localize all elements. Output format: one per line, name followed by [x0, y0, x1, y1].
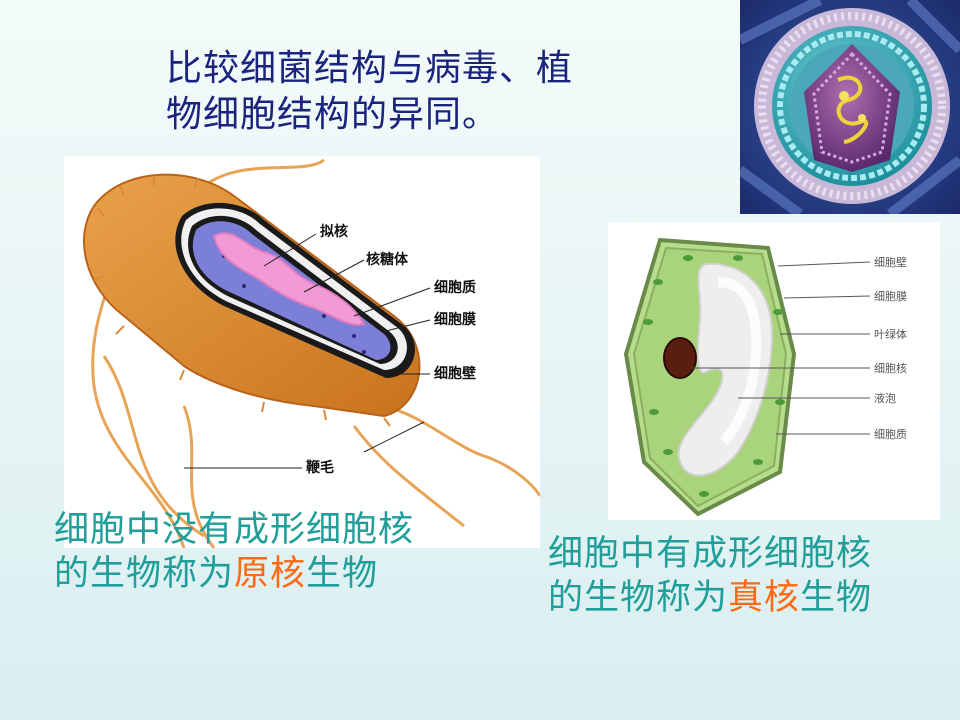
- prokaryote-caption: 细胞中没有成形细胞核 的生物称为原核生物: [54, 508, 414, 596]
- plant-label-nucleus: 细胞核: [874, 361, 907, 375]
- plant-label-cytoplasm: 细胞质: [874, 428, 907, 441]
- plant-label-chloroplast: 叶绿体: [874, 327, 907, 341]
- eukaryote-highlight: 真核: [728, 578, 801, 618]
- prokaryote-highlight: 原核: [234, 554, 307, 594]
- title-line-1: 比较细菌结构与病毒、植: [166, 48, 574, 89]
- bacteria-label-membrane: 细胞膜: [434, 311, 476, 328]
- plant-label-cell-wall: 细胞壁: [874, 255, 907, 269]
- virus-image: [740, 0, 960, 214]
- prokaryote-caption-prefix: 的生物称为: [54, 554, 235, 594]
- prokaryote-caption-suffix: 生物: [306, 554, 379, 594]
- prokaryote-caption-line-1: 细胞中没有成形细胞核: [54, 510, 415, 550]
- eukaryote-caption-line-2: 的生物称为真核生物: [548, 576, 872, 620]
- bacteria-diagram: 拟核 核糖体 细胞质 细胞膜 细胞壁 鞭毛: [64, 156, 540, 548]
- title-line-2: 物细胞结构的异同。: [166, 94, 500, 135]
- bacteria-label-cell-wall: 细胞壁: [434, 365, 476, 382]
- eukaryote-caption-suffix: 生物: [800, 578, 873, 618]
- eukaryote-caption-line-1: 细胞中有成形细胞核: [548, 534, 873, 574]
- plant-cell-diagram: 细胞壁 细胞膜 叶绿体 细胞核 液泡 细胞质: [608, 222, 940, 520]
- bacteria-label-flagellum: 鞭毛: [306, 459, 334, 476]
- plant-label-vacuole: 液泡: [874, 391, 896, 405]
- eukaryote-caption-prefix: 的生物称为: [548, 578, 729, 618]
- slide-title: 比较细菌结构与病毒、植 物细胞结构的异同。: [166, 46, 686, 138]
- plant-label-membrane: 细胞膜: [874, 290, 907, 303]
- prokaryote-caption-line-2: 的生物称为原核生物: [54, 552, 414, 596]
- bacteria-label-ribosome: 核糖体: [366, 251, 409, 268]
- bacteria-label-cytoplasm: 细胞质: [434, 279, 476, 296]
- bacteria-label-nucleoid: 拟核: [320, 223, 348, 240]
- eukaryote-caption: 细胞中有成形细胞核 的生物称为真核生物: [548, 532, 872, 620]
